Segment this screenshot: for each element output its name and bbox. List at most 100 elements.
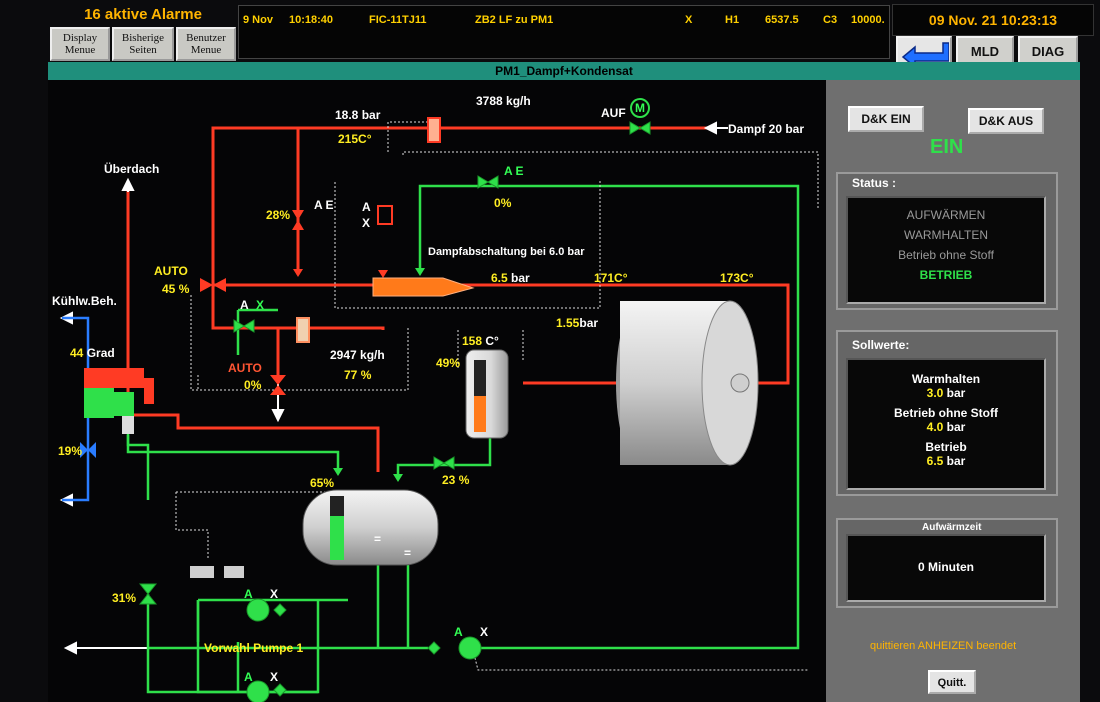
temp-171: 171C° xyxy=(594,271,628,285)
alarm-value: 6537.5 xyxy=(765,14,799,26)
ueberdach-label: Überdach xyxy=(104,162,160,176)
steam-temperature: 215C° xyxy=(338,132,372,146)
auto-label-2: AUTO xyxy=(228,361,262,375)
percent-sign: % xyxy=(449,356,461,370)
status-frame: Status : AUFWÄRMEN WARMHALTEN Betrieb oh… xyxy=(836,172,1058,310)
pump3-x-label: X xyxy=(270,670,279,684)
setpoint-unit: bar xyxy=(946,454,966,468)
auto-label-1: AUTO xyxy=(154,264,188,278)
active-alarms-count[interactable]: 16 aktive Alarme xyxy=(84,6,202,23)
x-label-1: X xyxy=(362,216,371,230)
dk-off-button[interactable]: D&K AUS xyxy=(968,108,1044,134)
condensate-flow-unit: kg/h xyxy=(360,348,385,362)
percent-sign: % xyxy=(323,476,335,490)
a-label-1: A xyxy=(362,200,371,214)
percent-77: 77 xyxy=(344,368,358,382)
ae-label-1: A E xyxy=(314,198,334,212)
setpoints-label: Sollwerte: xyxy=(852,338,910,352)
percent-sign: % xyxy=(178,282,190,296)
pump3-a-label: A xyxy=(244,670,253,684)
acknowledge-button[interactable]: Quitt. xyxy=(928,670,976,694)
setpoint-nostock-name: Betrieb ohne Stoff xyxy=(894,406,998,420)
valve-0-top-percent: 0 xyxy=(494,196,501,210)
percent-sign: % xyxy=(360,368,372,382)
cooling-tank-label: Kühlw.Beh. xyxy=(52,294,117,308)
pump1-x-label: X xyxy=(270,587,279,601)
pump2-a-label: A xyxy=(454,625,463,639)
pressure-unit: bar xyxy=(511,271,530,285)
motor-m-label: M xyxy=(635,101,645,115)
alarm-date: 9 Nov xyxy=(243,14,273,26)
warmup-time-label: Aufwärmzeit xyxy=(922,522,982,533)
temp-unit: C° xyxy=(485,334,499,348)
setpoint-keepwarm-value: 3.0 xyxy=(926,386,944,400)
current-datetime: 09 Nov. 21 10:23:13 xyxy=(892,4,1094,36)
setpoint-keepwarm-name: Warmhalten xyxy=(911,372,981,386)
alarm-setpoint: 10000. xyxy=(851,14,885,26)
dk-on-button[interactable]: D&K EIN xyxy=(848,106,924,132)
steam-flow-value: 3788 xyxy=(476,94,503,108)
control-panel: D&K EIN D&K AUS EIN Status : AUFWÄRMEN W… xyxy=(826,80,1080,702)
temp-173: 173C° xyxy=(720,271,754,285)
status-label: Status : xyxy=(852,176,897,190)
auf-label: AUF xyxy=(601,106,626,120)
alarm-flag: X xyxy=(685,14,693,26)
valve-28-percent: 28 xyxy=(266,208,280,222)
pressure-unit: bar xyxy=(579,316,599,330)
pump2-x-label: X xyxy=(480,625,489,639)
alarm-text: ZB2 LF zu PM1 xyxy=(475,14,554,26)
page-title: PM1_Dampf+Kondensat xyxy=(48,62,1080,80)
status-line-keepwarm: WARMHALTEN xyxy=(904,228,988,242)
steam-pressure-value: 18.8 xyxy=(335,108,359,122)
warmup-time-value: 0 Minuten xyxy=(918,560,974,574)
cooler-temp-value: 44 xyxy=(70,346,84,360)
acknowledge-message: quittieren ANHEIZEN beendet xyxy=(870,640,1017,652)
percent-sign: % xyxy=(250,378,262,392)
warmup-time-frame: Aufwärmzeit 0 Minuten xyxy=(836,518,1058,608)
valve-23-percent: 23 xyxy=(442,473,456,487)
a-label-2: A xyxy=(240,298,249,312)
tank-symbol-1: = xyxy=(374,532,382,546)
setpoint-unit: bar xyxy=(946,386,966,400)
pump1-a-label: A xyxy=(244,587,253,601)
status-line-nostock: Betrieb ohne Stoff xyxy=(898,248,994,262)
setpoint-running-value: 6.5 xyxy=(926,454,944,468)
tank-level-value: 65 xyxy=(310,476,324,490)
percent-sign: % xyxy=(500,196,512,210)
alarm-line[interactable]: 9 Nov 10:18:40 FIC-11TJ11 ZB2 LF zu PM1 … xyxy=(238,5,890,59)
warmup-time-display: 0 Minuten xyxy=(846,534,1046,602)
percent-sign: % xyxy=(71,444,83,458)
ae-label-2: A E xyxy=(504,164,524,178)
x-label-2: X xyxy=(256,298,265,312)
percent-sign: % xyxy=(279,208,291,222)
condensate-flow-value: 2947 xyxy=(330,348,357,362)
status-line-running: BETRIEB xyxy=(919,268,973,282)
tank-symbol-2: = xyxy=(404,546,412,560)
temp-158: 158 xyxy=(462,334,483,348)
percent-sign: % xyxy=(458,473,470,487)
setpoints-display: Warmhalten 3.0 bar Betrieb ohne Stoff 4.… xyxy=(846,358,1046,490)
steam-pressure-unit: bar xyxy=(361,108,381,122)
pressure-6-5: 6.5 xyxy=(491,271,508,285)
pressure-1-55: 1.55 xyxy=(556,316,580,330)
dk-state: EIN xyxy=(930,136,964,158)
status-display: AUFWÄRMEN WARMHALTEN Betrieb ohne Stoff … xyxy=(846,196,1046,304)
water-valve-percent: 19 xyxy=(58,444,72,458)
alarm-time: 10:18:40 xyxy=(289,14,334,26)
valve-0-mid-percent: 0 xyxy=(244,378,251,392)
setpoint-nostock-value: 4.0 xyxy=(926,420,944,434)
alarm-code: C3 xyxy=(823,14,838,26)
cooler-temp-unit: Grad xyxy=(86,346,115,360)
pump-preselect-button[interactable]: Vorwahl Pumpe 1 xyxy=(204,641,304,655)
valve-31-percent: 31 xyxy=(112,591,126,605)
desuperheat-note: Dampfabschaltung bei 6.0 bar xyxy=(428,246,585,258)
separator-level-value: 49 xyxy=(436,356,450,370)
process-schematic: 18.8 bar 215C° 3788 kg/h AUF M Dampf 20 … xyxy=(48,80,826,702)
steam-inlet-label: Dampf 20 bar xyxy=(728,122,805,136)
setpoints-frame: Sollwerte: Warmhalten 3.0 bar Betrieb oh… xyxy=(836,330,1058,496)
alarm-tag: FIC-11TJ11 xyxy=(369,14,427,26)
alarm-limit: H1 xyxy=(725,14,740,26)
